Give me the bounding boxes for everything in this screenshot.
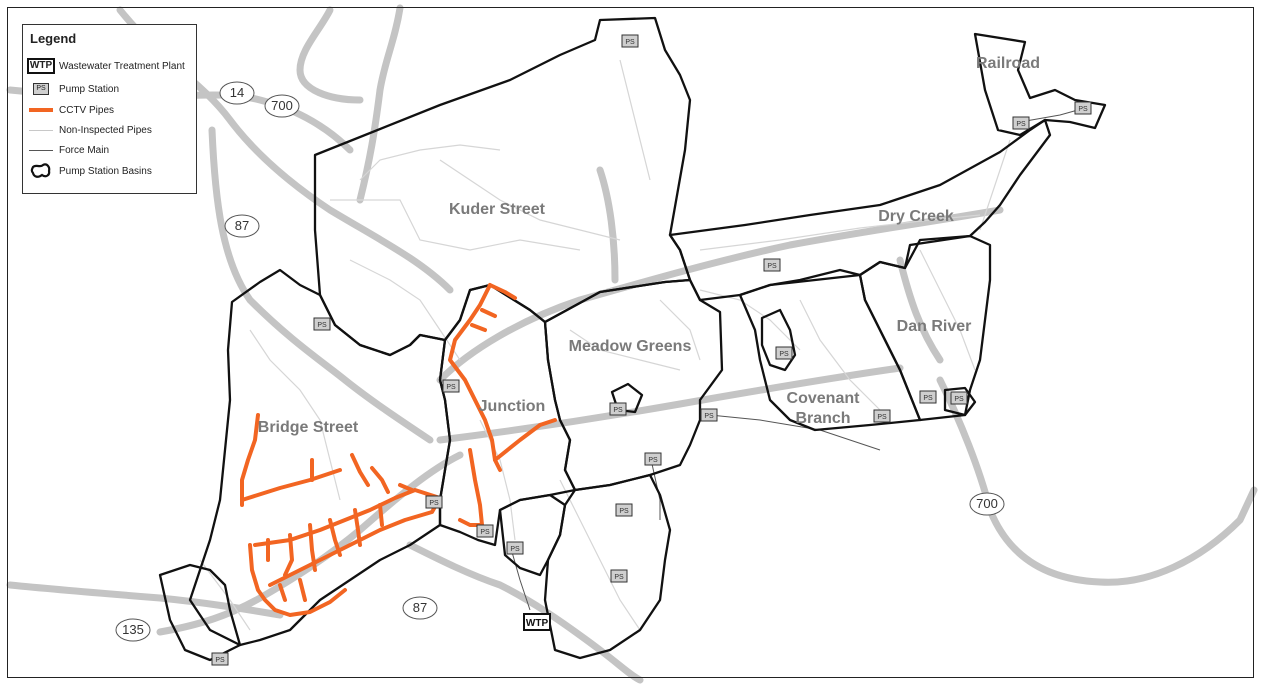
svg-text:PS: PS: [510, 546, 520, 553]
basin-outline-icon: [30, 163, 51, 178]
svg-text:PS: PS: [767, 263, 777, 270]
svg-text:700: 700: [271, 98, 293, 113]
svg-text:87: 87: [413, 600, 427, 615]
legend-label: Pump Station Basins: [59, 165, 152, 177]
cctv-line-icon: [29, 108, 53, 112]
legend-label: Force Main: [59, 144, 110, 156]
svg-text:PS: PS: [215, 657, 225, 664]
basin-label-covenant: Covenant: [787, 390, 861, 407]
svg-text:135: 135: [122, 622, 144, 637]
basin-label-bridge-street: Bridge Street: [258, 419, 359, 436]
pump-station-marker: PS: [644, 452, 662, 466]
legend-row-non-inspected: Non-Inspected Pipes: [29, 122, 152, 138]
svg-text:PS: PS: [779, 351, 789, 358]
route-87-south-shield: 87: [402, 596, 438, 620]
svg-text:PS: PS: [1016, 121, 1026, 128]
svg-text:PS: PS: [923, 395, 933, 402]
basin-label-dry-creek: Dry Creek: [878, 208, 954, 225]
non-inspected-line-icon: [29, 129, 53, 131]
legend-label: Non-Inspected Pipes: [59, 124, 152, 136]
svg-text:PS: PS: [446, 384, 456, 391]
legend-label: CCTV Pipes: [59, 104, 115, 116]
legend-row-pump-station: PS Pump Station: [29, 81, 119, 97]
route-87-shield: 87: [224, 214, 260, 238]
pump-station-marker: PS: [609, 402, 627, 416]
pump-station-marker: PS: [615, 503, 633, 517]
pump-station-marker: PS: [610, 569, 628, 583]
legend-label: Pump Station: [59, 83, 120, 95]
pump-station-marker: PS: [950, 391, 968, 405]
pump-station-marker: PS: [621, 34, 639, 48]
pump-station-marker: PS: [763, 258, 781, 272]
route-135-shield: 135: [115, 618, 151, 642]
svg-text:14: 14: [230, 85, 244, 100]
pump-stations: PS PS PS PS PS PS PS PS PS PS PS PS PS P…: [211, 34, 1092, 666]
legend-row-force-main: Force Main: [29, 142, 109, 158]
force-main-line-icon: [29, 149, 53, 151]
basin-label-kuder-street: Kuder Street: [449, 201, 546, 218]
pump-station-basins: [158, 16, 1107, 662]
svg-text:PS: PS: [877, 414, 887, 421]
svg-text:PS: PS: [954, 396, 964, 403]
svg-text:PS: PS: [704, 413, 714, 420]
svg-text:PS: PS: [429, 500, 439, 507]
route-700-east-shield: 700: [969, 492, 1005, 516]
pump-station-marker: PS: [313, 317, 331, 331]
pump-station-icon: PS: [33, 83, 49, 95]
pump-station-marker: PS: [442, 379, 460, 393]
force-mains: [509, 107, 1086, 611]
basin-label-meadow-greens: Meadow Greens: [569, 338, 692, 355]
pump-station-marker: PS: [919, 390, 937, 404]
route-14-shield: 14: [219, 81, 255, 105]
pump-station-marker: PS: [506, 541, 524, 555]
svg-text:PS: PS: [480, 529, 490, 536]
svg-text:87: 87: [235, 218, 249, 233]
legend: Legend WTP Wastewater Treatment Plant PS…: [22, 24, 197, 194]
svg-text:WTP: WTP: [526, 618, 549, 629]
wtp-marker: WTP: [523, 613, 551, 631]
svg-text:PS: PS: [648, 457, 658, 464]
svg-text:PS: PS: [619, 508, 629, 515]
pump-station-marker: PS: [1074, 101, 1092, 115]
legend-label: Wastewater Treatment Plant: [59, 60, 185, 72]
basin-label-branch: Branch: [795, 410, 850, 427]
pump-station-marker: PS: [425, 495, 443, 509]
road-shields: 14 700 87 700 87 135: [115, 81, 1005, 642]
pump-station-marker: PS: [873, 409, 891, 423]
legend-row-cctv: CCTV Pipes: [29, 102, 114, 118]
pump-station-marker: PS: [476, 524, 494, 538]
basin-label-dan-river: Dan River: [897, 318, 972, 335]
svg-text:PS: PS: [1078, 106, 1088, 113]
pump-station-marker: PS: [1012, 116, 1030, 130]
svg-text:PS: PS: [317, 322, 327, 329]
svg-text:PS: PS: [625, 39, 635, 46]
route-700-shield: 700: [264, 94, 300, 118]
svg-text:PS: PS: [613, 407, 623, 414]
pump-station-marker: PS: [211, 652, 229, 666]
svg-text:700: 700: [976, 496, 998, 511]
basin-label-railroad: Railroad: [976, 55, 1040, 72]
pump-station-marker: PS: [775, 346, 793, 360]
legend-title: Legend: [30, 31, 77, 46]
legend-row-wtp: WTP Wastewater Treatment Plant: [26, 58, 185, 74]
wtp-icon: WTP: [26, 58, 56, 74]
legend-row-basins: Pump Station Basins: [29, 163, 152, 179]
pump-station-marker: PS: [700, 408, 718, 422]
basin-labels: Railroad Kuder Street Dry Creek Meadow G…: [258, 55, 1040, 436]
svg-text:PS: PS: [614, 574, 624, 581]
basin-label-junction: Junction: [479, 398, 546, 415]
